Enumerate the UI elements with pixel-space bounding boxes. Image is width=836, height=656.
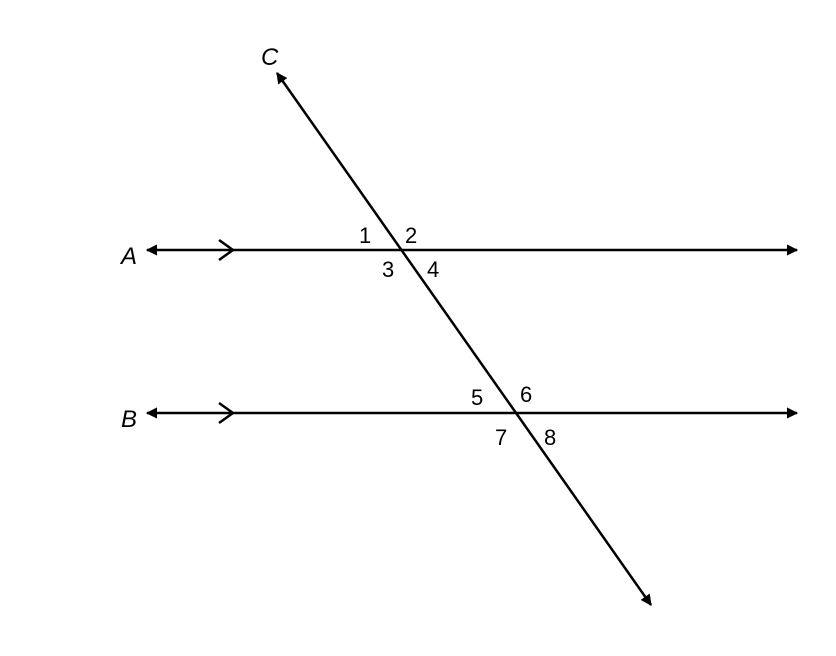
angle-8-label: 8 [544,425,556,450]
angle-6-label: 6 [520,382,532,407]
line-c-transversal: C [261,44,653,606]
angle-3-label: 3 [382,257,394,282]
line-b-label: B [121,406,137,433]
parallel-mark-b [218,401,236,425]
line-a: A [119,238,799,270]
line-a-label: A [119,243,137,270]
line-c-label: C [261,44,279,71]
angle-2-label: 2 [405,223,417,248]
angle-5-label: 5 [471,385,483,410]
angle-7-label: 7 [495,425,507,450]
angle-4-label: 4 [427,257,439,282]
angle-1-label: 1 [359,223,371,248]
line-b: B [121,401,799,433]
parallel-mark-a [218,238,236,262]
